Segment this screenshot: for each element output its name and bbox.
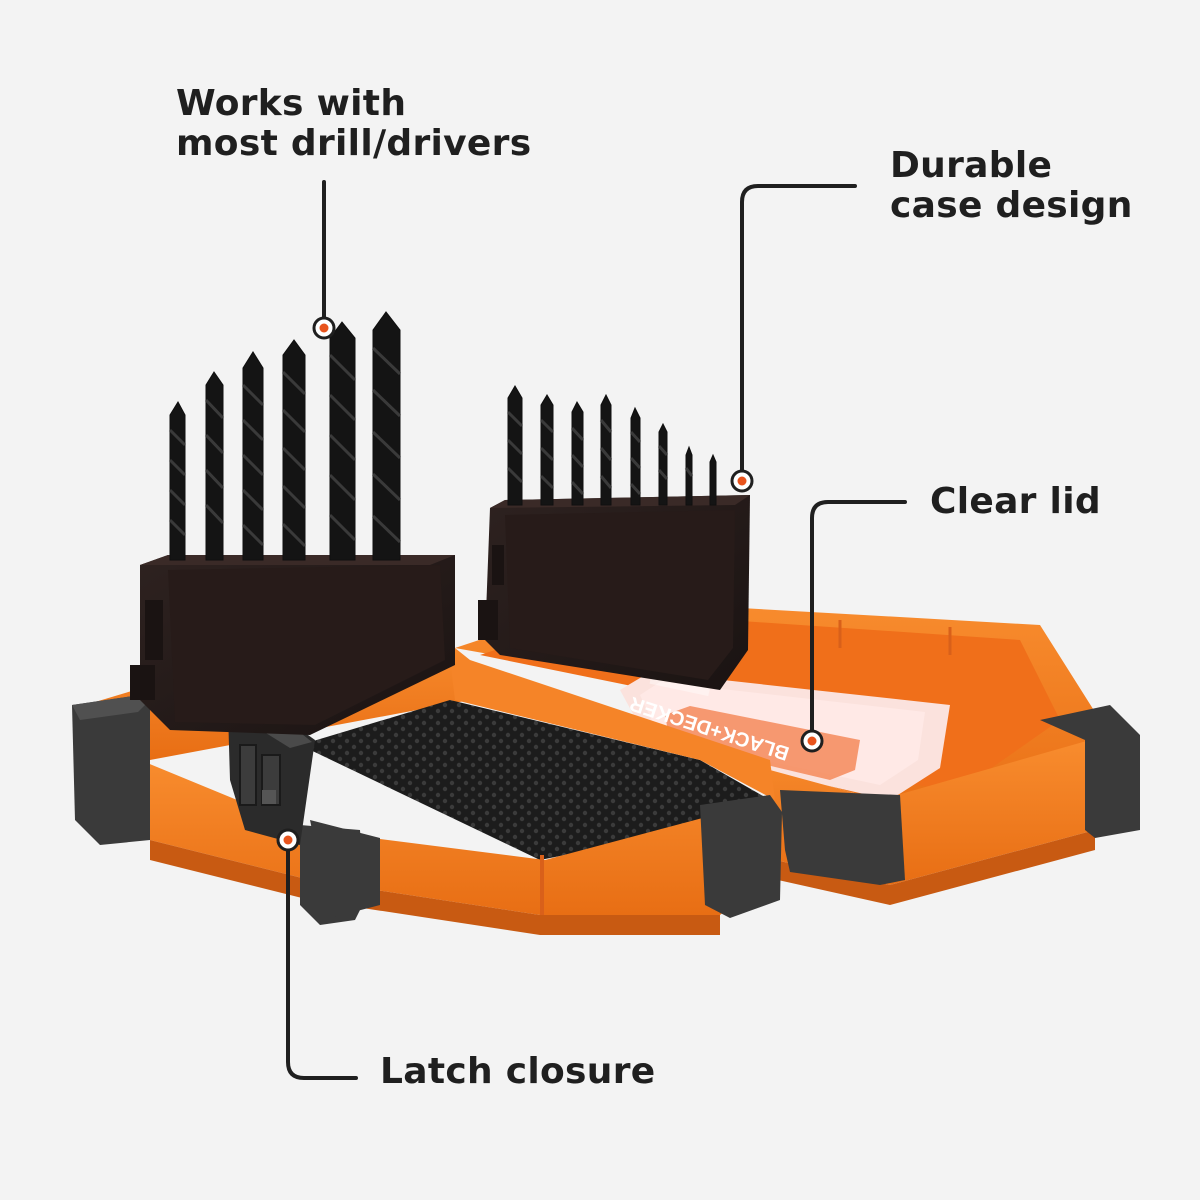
bumper-right-front [780, 790, 905, 885]
leader-case-design [740, 184, 857, 472]
bumper-right-back [1040, 705, 1140, 838]
marker-dot-icon [800, 729, 824, 753]
drill-bit [657, 422, 669, 506]
callout-case-design-line1: Durable [890, 145, 1053, 186]
callout-clear-lid-label: Clear lid [930, 481, 1101, 522]
right-bit-holder [478, 495, 750, 690]
drill-bit [241, 351, 265, 561]
callout-case-design: Durable case design [890, 146, 1133, 226]
leader-lines [286, 180, 907, 1080]
callout-case-design-line2: case design [890, 185, 1133, 226]
callout-latch: Latch closure [380, 1052, 655, 1092]
drill-bit [371, 311, 402, 561]
callout-drill-compat: Works with most drill/drivers [176, 84, 531, 164]
callout-drill-compat-line2: most drill/drivers [176, 123, 532, 164]
bumper-left-back [72, 695, 150, 845]
case-right-half: BLACK+DECKER [455, 592, 1140, 905]
drill-bit [328, 321, 357, 561]
callout-latch-label: Latch closure [380, 1051, 656, 1092]
drill-bit [684, 445, 694, 506]
drill-bit [539, 394, 555, 506]
drill-bit [168, 400, 187, 561]
drill-bit [204, 371, 225, 561]
drill-bit [281, 339, 307, 561]
marker-dot-icon [276, 828, 300, 852]
drill-bit [709, 453, 717, 506]
right-drill-bits [506, 385, 717, 506]
marker-dot-icon [312, 316, 336, 340]
left-drill-bits [168, 311, 402, 561]
markers [276, 316, 824, 852]
left-bit-holder [130, 555, 455, 735]
callout-drill-compat-line1: Works with [176, 83, 407, 124]
drill-bit [506, 385, 524, 506]
drill-bit [570, 400, 585, 506]
marker-dot-icon [730, 469, 754, 493]
bumper-left-corner [700, 795, 782, 918]
leader-clear-lid [810, 500, 907, 732]
drill-bit [599, 393, 613, 506]
callout-clear-lid: Clear lid [930, 482, 1101, 522]
drill-bit [629, 406, 642, 506]
clear-lid-window: BLACK+DECKER [620, 672, 950, 800]
leader-latch [286, 848, 358, 1080]
